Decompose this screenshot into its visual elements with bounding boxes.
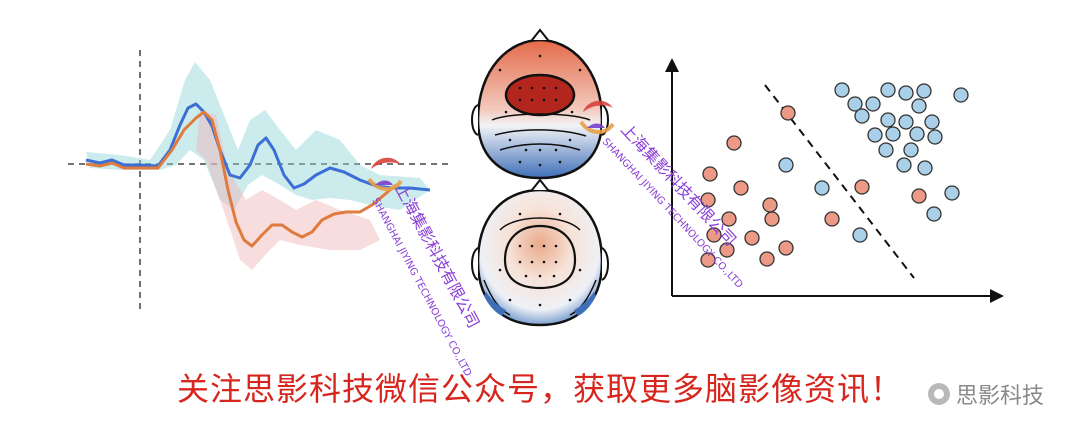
orange-wave — [85, 110, 397, 248]
blue-wave — [85, 102, 431, 192]
red-points — [700, 105, 927, 268]
caption-text: 关注思影科技微信公众号，获取更多脑影像资讯！ — [176, 370, 903, 408]
erp-plot — [68, 50, 450, 310]
scatter-plot — [665, 58, 1004, 303]
wechat-account-icon — [927, 383, 950, 405]
scatter-y-arrow — [665, 58, 679, 72]
scatter-x-arrow — [990, 289, 1004, 303]
decision-boundary — [764, 84, 915, 279]
watermark-cn-2: 上海集影科技有限公司 — [617, 120, 740, 250]
topomap-lower — [471, 178, 609, 327]
topomap-upper — [471, 28, 609, 180]
orange-band — [196, 110, 380, 270]
brand-name: 思影科技 — [955, 384, 1044, 409]
brand-label[interactable]: 思影科技 — [927, 378, 1044, 410]
blue-points — [778, 82, 969, 243]
